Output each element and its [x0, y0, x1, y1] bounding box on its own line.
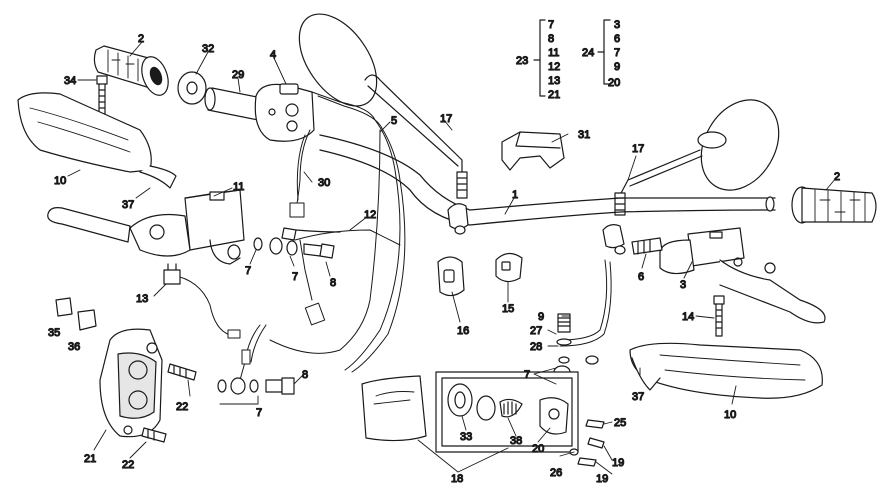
kit-24-item: 7 — [614, 47, 620, 59]
left-mirror — [298, 13, 468, 199]
callout-2-right: 2 — [834, 171, 840, 183]
kit-23-label: 23 — [516, 55, 528, 67]
callout-38: 38 — [510, 435, 522, 447]
callout-10-left: 10 — [54, 175, 66, 187]
callout-33: 33 — [460, 431, 472, 443]
callout-4: 4 — [270, 49, 276, 61]
callout-37-right: 37 — [632, 391, 644, 403]
callout-37-left: 37 — [122, 199, 134, 211]
left-handguard — [17, 92, 177, 189]
callout-22-b: 22 — [122, 459, 134, 471]
callout-5: 5 — [391, 115, 397, 127]
brake-caliper — [99, 328, 163, 438]
callout-25: 25 — [614, 417, 626, 429]
kit-23-item: 21 — [548, 89, 560, 101]
callout-8-b: 8 — [302, 369, 308, 381]
kit-24-bracket — [597, 19, 611, 85]
switch-16 — [437, 256, 465, 297]
callout-7-b: 7 — [292, 271, 298, 283]
callout-22-a: 22 — [176, 401, 188, 413]
callouts: 2 32 34 4 29 5 17 10 37 11 30 12 7 7 8 1… — [47, 32, 840, 485]
callout-2: 2 — [138, 33, 144, 45]
kit-box — [435, 371, 579, 453]
callout-19-a: 19 — [612, 457, 624, 469]
adjuster-stack — [553, 313, 599, 388]
kit-23-item: 13 — [548, 75, 560, 87]
kit-24-label: 24 — [582, 47, 594, 59]
callout-34: 34 — [64, 75, 76, 87]
callout-19-b: 19 — [596, 473, 608, 485]
cables — [171, 91, 612, 381]
kit-screws — [569, 419, 605, 467]
kit-23-bracket — [533, 19, 546, 97]
right-handguard — [629, 342, 823, 399]
callout-28: 28 — [530, 341, 542, 353]
kit-23-item: 7 — [548, 19, 554, 31]
caliper-bolts-22 — [141, 363, 197, 443]
kit-23-item: 12 — [548, 61, 560, 73]
callout-7-c: 7 — [256, 407, 262, 419]
screw-14 — [713, 295, 725, 337]
callout-17-left: 17 — [440, 113, 452, 125]
callout-1: 1 — [512, 189, 518, 201]
callout-36: 36 — [68, 341, 80, 353]
kit-24-list: 24 3 6 7 9 20 — [581, 18, 620, 89]
handlebar — [319, 134, 776, 255]
kit-23-item: 8 — [548, 33, 554, 45]
throttle-housing — [254, 83, 315, 142]
callout-13: 13 — [136, 293, 148, 305]
left-master-cylinder — [47, 189, 245, 265]
right-master-cylinder — [659, 227, 826, 324]
clip-35 — [55, 297, 73, 317]
callout-18: 18 — [451, 473, 463, 485]
callout-26: 26 — [550, 467, 562, 479]
callout-11: 11 — [233, 181, 244, 193]
brake-switch-6 — [631, 237, 663, 255]
callout-7-a: 7 — [245, 265, 251, 277]
callout-10-right: 10 — [724, 409, 736, 421]
callout-17-right: 17 — [632, 143, 644, 155]
right-grip — [791, 186, 877, 224]
seal-kit-bag — [361, 375, 427, 442]
callout-27: 27 — [530, 325, 542, 337]
callout-30: 30 — [318, 177, 330, 189]
callout-7-d: 7 — [524, 369, 530, 381]
sensor-13 — [163, 263, 181, 285]
callout-12: 12 — [364, 209, 376, 221]
right-mirror — [614, 99, 780, 216]
callout-31: 31 — [578, 129, 590, 141]
banjo-bolt-lower — [217, 377, 295, 395]
kit-24-item: 3 — [614, 19, 620, 31]
callout-8-a: 8 — [330, 277, 336, 289]
callout-9: 9 — [538, 311, 544, 323]
kit-23-item: 11 — [548, 47, 559, 59]
callout-14: 14 — [682, 311, 694, 323]
left-grip — [93, 45, 169, 96]
kit-24-item: 20 — [608, 77, 620, 89]
callout-16: 16 — [457, 325, 469, 337]
callout-21: 21 — [84, 453, 96, 465]
switch-15 — [495, 252, 523, 283]
bracket-31 — [501, 131, 565, 171]
kit-24-item: 9 — [614, 61, 620, 73]
callout-6: 6 — [638, 271, 644, 283]
callout-20: 20 — [532, 443, 544, 455]
banjo-bolt-upper — [253, 227, 341, 259]
callout-29: 29 — [232, 69, 244, 81]
kit-24-item: 6 — [614, 33, 620, 45]
clip-36 — [77, 309, 97, 331]
callout-35: 35 — [48, 327, 60, 339]
leader-lines — [67, 41, 837, 475]
kit-23-list: 23 7 8 11 12 13 21 — [515, 18, 560, 101]
callout-32: 32 — [202, 43, 214, 55]
washer-32 — [177, 71, 207, 105]
callout-15: 15 — [502, 303, 514, 315]
callout-3: 3 — [680, 279, 686, 291]
